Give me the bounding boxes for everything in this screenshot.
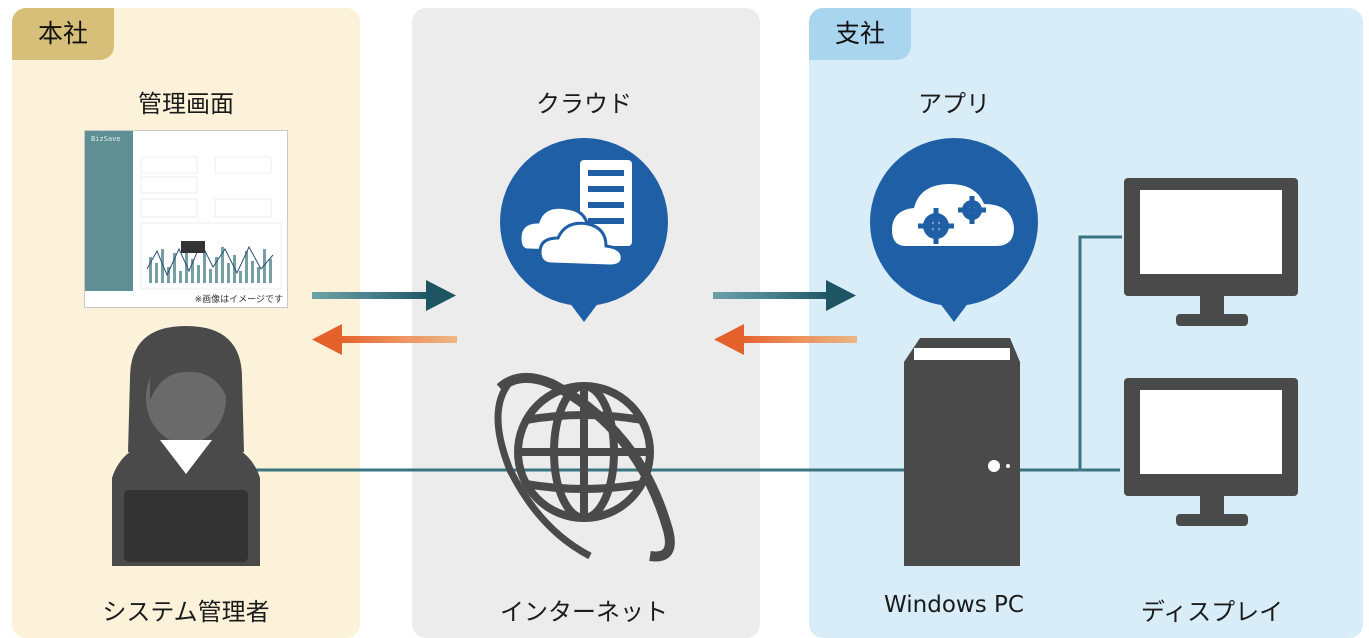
- thumbnail-caption: ※画像はイメージです: [194, 295, 283, 305]
- cloud-server-icon: [500, 138, 668, 322]
- arrow-to-cloud-right: [714, 324, 857, 355]
- arrow-to-admin-left: [312, 324, 457, 355]
- admin-person-laptop-icon: [112, 326, 260, 566]
- cloud-gears-icon: [870, 138, 1038, 322]
- system-admin-label: システム管理者: [102, 598, 270, 626]
- branch-panel: 支社: [809, 8, 1363, 638]
- admin-dashboard-thumbnail: BizSave ※画像はイメージです: [84, 130, 288, 308]
- windows-pc-label: Windows PC: [884, 592, 1024, 618]
- arrow-to-cloud-left: [312, 280, 456, 311]
- display-label: ディスプレイ: [1140, 598, 1284, 626]
- branch-tag: 支社: [809, 8, 912, 60]
- internet-label: インターネット: [500, 598, 668, 626]
- hq-tag: 本社: [12, 8, 115, 60]
- admin-screen-label: 管理画面: [138, 90, 234, 118]
- arrow-to-app-right: [713, 280, 856, 311]
- app-label: アプリ: [918, 90, 990, 118]
- thumbnail-brand: BizSave: [91, 135, 121, 143]
- monitor-icon-top: [1124, 178, 1298, 326]
- globe-internet-icon: [494, 373, 675, 562]
- thumbnail-contents: [140, 156, 282, 290]
- cloud-label: クラウド: [536, 90, 632, 118]
- thumbnail-sidebar: BizSave: [85, 131, 133, 291]
- monitor-icon-bottom: [1124, 378, 1298, 526]
- desktop-pc-tower-icon: [904, 338, 1020, 566]
- cloud-panel: [412, 8, 760, 638]
